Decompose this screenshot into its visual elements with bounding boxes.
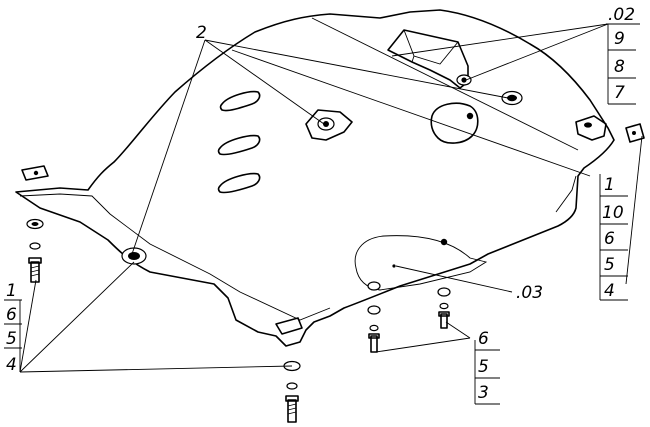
- leader-bottom-a: [375, 337, 471, 353]
- skid-plate-outline: [15, 9, 615, 347]
- leader-left-c: [19, 365, 293, 373]
- rear-right-tab-hole: [584, 122, 592, 128]
- callout-ref-02: .02: [608, 5, 635, 25]
- leader-right-1: [625, 135, 643, 285]
- leader-02-b: [465, 23, 609, 81]
- front-left-mount-core: [128, 252, 140, 260]
- callout-right-5: 5: [604, 255, 615, 275]
- callout-right-4: 4: [604, 281, 615, 301]
- leader-bottom-b: [445, 321, 471, 339]
- bolt-rear: [438, 311, 450, 329]
- rear-hole-1: [440, 238, 448, 246]
- washer-small-front-lower: [286, 382, 298, 390]
- front-bracket: [387, 29, 469, 89]
- plate-nut-left: [21, 165, 49, 181]
- callout-left-1: 1: [6, 281, 17, 301]
- callouts: 2 .02 9 8 7 1 10 6 5 4 .03 1 6 5 4 6 5 3: [4, 5, 640, 405]
- fastener-stack-bottom: [283, 281, 451, 423]
- bolt-front-lower-thread: [287, 403, 297, 415]
- vent-slot-3: [217, 172, 261, 194]
- plate-nut-right: [625, 123, 645, 143]
- rear-right-tab: [575, 115, 607, 141]
- rear-hole-2: [392, 264, 396, 268]
- callout-right-1: 1: [604, 175, 615, 195]
- washer-rear: [437, 287, 451, 297]
- crease-line-2: [311, 17, 579, 151]
- rear-lip-line: [555, 175, 577, 213]
- fastener-right: [625, 123, 645, 143]
- bolt-front-lower: [285, 395, 299, 423]
- plate-nut-left-hole: [33, 170, 39, 176]
- skid-plate: [15, 9, 615, 347]
- leader-left-b: [19, 261, 135, 373]
- access-bolt: [466, 112, 474, 120]
- leader-lines: [19, 23, 643, 404]
- washer-left-large-core: [31, 222, 39, 226]
- bolt-left: [28, 257, 42, 283]
- front-bevel-line: [19, 193, 331, 321]
- centre-mount-nut-core: [323, 121, 329, 127]
- callout-bottom-5: 5: [478, 357, 489, 377]
- callout-bottom-3: 3: [478, 383, 489, 403]
- centre-mount: [305, 109, 353, 141]
- plate-nut-right-hole: [632, 131, 636, 135]
- vent-slot-1: [219, 90, 261, 112]
- callout-9: 9: [614, 29, 625, 49]
- front-bracket-edges: [403, 29, 459, 65]
- washer-bottom-centre: [367, 305, 381, 315]
- leader-left-a: [19, 279, 37, 373]
- fastener-stack-left: [21, 165, 49, 283]
- washer-top-right-core: [507, 94, 517, 102]
- washer-small-bottom-centre: [369, 324, 379, 332]
- lower-tab: [275, 317, 303, 335]
- callout-2: 2: [196, 23, 207, 43]
- callout-bottom-6: 6: [478, 329, 489, 349]
- callout-ref-03: .03: [516, 283, 543, 303]
- callout-7: 7: [614, 83, 625, 103]
- callout-left-6: 6: [6, 305, 17, 325]
- nut-bottom-centre: [367, 281, 381, 291]
- callout-right-10: 10: [602, 203, 624, 223]
- vent-slot-2: [217, 134, 261, 156]
- crease-line-1: [231, 49, 591, 177]
- leader-02-a: [391, 23, 609, 57]
- callout-right-6: 6: [604, 229, 615, 249]
- bolt-bottom-centre: [368, 333, 380, 353]
- leader-2-b: [204, 39, 325, 125]
- leader-2-a: [131, 39, 206, 255]
- leader-03: [395, 265, 513, 293]
- washer-left-small: [29, 242, 41, 250]
- washer-small-rear: [439, 302, 449, 310]
- rear-raised-area: [354, 235, 488, 291]
- leader-2-c: [204, 39, 509, 99]
- callout-left-4: 4: [6, 355, 17, 375]
- callout-left-5: 5: [6, 329, 17, 349]
- front-bracket-nut-core: [461, 77, 467, 83]
- bolt-left-thread: [30, 265, 40, 277]
- drain-access-opening: [430, 102, 479, 144]
- callout-8: 8: [614, 57, 625, 77]
